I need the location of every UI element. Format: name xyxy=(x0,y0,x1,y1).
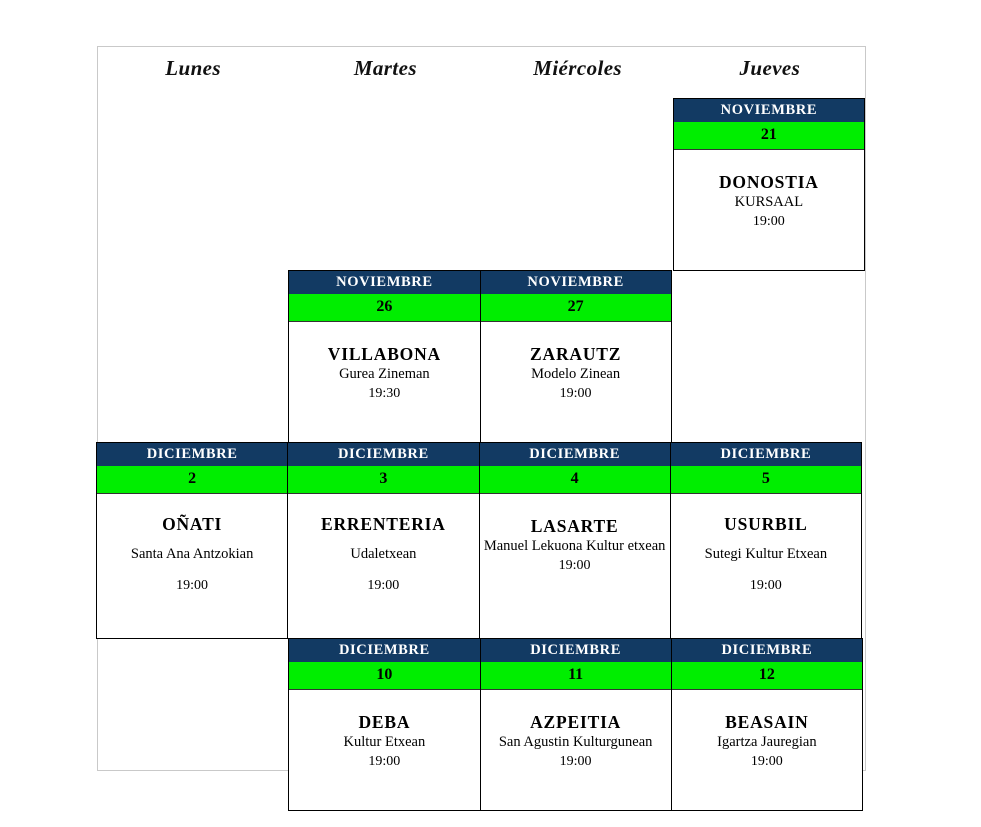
weekday-header-row: Lunes Martes Miércoles Jueves xyxy=(97,47,866,90)
event-venue: Udaletxean xyxy=(350,546,417,562)
event-time: 19:00 xyxy=(558,558,591,573)
event-month-label: NOVIEMBRE xyxy=(480,271,671,294)
event-city: ERRENTERIA xyxy=(321,514,446,534)
calendar-week-row: NOVIEMBRE 21 DONOSTIA KURSAAL 19:00 xyxy=(97,98,866,271)
event-time: 19:00 xyxy=(559,754,592,769)
event-details: DEBA Kultur Etxean 19:00 xyxy=(289,690,479,810)
calendar-cell-empty xyxy=(289,98,481,271)
event-cell[interactable]: DICIEMBRE 2 OÑATI Santa Ana Antzokian 19… xyxy=(96,442,289,639)
event-details: ZARAUTZ Modelo Zinean 19:00 xyxy=(481,322,671,442)
event-venue: Santa Ana Antzokian xyxy=(130,546,254,562)
event-time: 19:00 xyxy=(750,754,783,769)
event-cell[interactable]: DICIEMBRE 5 USURBIL Sutegi Kultur Etxean… xyxy=(669,442,862,639)
event-month-label: DICIEMBRE xyxy=(288,443,479,466)
calendar-cell-empty xyxy=(482,98,674,271)
calendar-cell-empty xyxy=(672,271,864,443)
event-day-number: 3 xyxy=(288,466,479,494)
event-venue: Manuel Lekuona Kultur etxean xyxy=(483,538,666,554)
weekday-header-miercoles: Miércoles xyxy=(533,56,622,80)
event-city: LASARTE xyxy=(530,516,619,536)
event-day-number: 21 xyxy=(673,122,864,150)
weekday-header-martes: Martes xyxy=(353,56,417,80)
event-time: 19:00 xyxy=(367,578,400,593)
event-city: OÑATI xyxy=(162,514,223,534)
event-details: DONOSTIA KURSAAL 19:00 xyxy=(674,150,864,270)
event-month-label: DICIEMBRE xyxy=(479,443,670,466)
event-venue: KURSAAL xyxy=(734,194,804,210)
event-day-number: 11 xyxy=(480,662,671,690)
event-day-number: 10 xyxy=(289,662,480,690)
event-venue: Gurea Zineman xyxy=(339,366,430,382)
calendar-week-row: DICIEMBRE 2 OÑATI Santa Ana Antzokian 19… xyxy=(96,442,866,639)
event-venue: Igartza Jauregian xyxy=(717,734,817,750)
event-city: DEBA xyxy=(358,712,411,732)
event-city: USURBIL xyxy=(724,514,808,534)
calendar-grid: NOVIEMBRE 21 DONOSTIA KURSAAL 19:00 NOVI… xyxy=(96,98,866,811)
calendar-cell-empty xyxy=(97,98,289,271)
event-day-number: 4 xyxy=(479,466,670,494)
event-time: 19:30 xyxy=(368,386,401,401)
event-day-number: 5 xyxy=(670,466,861,494)
event-cell[interactable]: DICIEMBRE 11 AZPEITIA San Agustin Kultur… xyxy=(479,638,672,811)
event-details: OÑATI Santa Ana Antzokian 19:00 xyxy=(97,494,287,636)
weekday-header-jueves: Jueves xyxy=(739,56,801,80)
event-cell[interactable]: NOVIEMBRE 27 ZARAUTZ Modelo Zinean 19:00 xyxy=(479,270,672,443)
event-cell[interactable]: DICIEMBRE 3 ERRENTERIA Udaletxean 19:00 xyxy=(287,442,480,639)
event-details: ERRENTERIA Udaletxean 19:00 xyxy=(288,494,478,636)
event-day-number: 26 xyxy=(289,294,480,322)
weekday-header-lunes: Lunes xyxy=(165,56,221,80)
event-city: DONOSTIA xyxy=(718,172,819,192)
event-time: 19:00 xyxy=(749,578,782,593)
event-cell[interactable]: DICIEMBRE 10 DEBA Kultur Etxean 19:00 xyxy=(288,638,481,811)
event-city: VILLABONA xyxy=(327,344,441,364)
event-day-number: 12 xyxy=(671,662,862,690)
event-city: BEASAIN xyxy=(725,712,809,732)
event-month-label: DICIEMBRE xyxy=(480,639,671,662)
calendar-cell-empty xyxy=(97,271,289,443)
event-venue: Modelo Zinean xyxy=(531,366,621,382)
event-time: 19:00 xyxy=(752,214,785,229)
event-day-number: 27 xyxy=(480,294,671,322)
calendar-cell-empty xyxy=(97,639,289,811)
event-cell[interactable]: NOVIEMBRE 21 DONOSTIA KURSAAL 19:00 xyxy=(672,98,865,271)
event-cell[interactable]: DICIEMBRE 4 LASARTE Manuel Lekuona Kultu… xyxy=(478,442,671,639)
event-month-label: DICIEMBRE xyxy=(670,443,861,466)
event-month-label: DICIEMBRE xyxy=(97,443,288,466)
event-month-label: DICIEMBRE xyxy=(671,639,862,662)
event-month-label: NOVIEMBRE xyxy=(289,271,480,294)
event-city: AZPEITIA xyxy=(530,712,622,732)
event-venue: San Agustin Kulturgunean xyxy=(498,734,653,750)
event-day-number: 2 xyxy=(97,466,288,494)
calendar-week-row: DICIEMBRE 10 DEBA Kultur Etxean 19:00 DI… xyxy=(97,638,866,811)
event-time: 19:00 xyxy=(176,578,209,593)
event-cell[interactable]: DICIEMBRE 12 BEASAIN Igartza Jauregian 1… xyxy=(670,638,863,811)
event-venue: Kultur Etxean xyxy=(343,734,426,750)
event-details: USURBIL Sutegi Kultur Etxean 19:00 xyxy=(671,494,861,636)
event-cell[interactable]: NOVIEMBRE 26 VILLABONA Gurea Zineman 19:… xyxy=(288,270,481,443)
event-city: ZARAUTZ xyxy=(530,344,622,364)
event-month-label: DICIEMBRE xyxy=(289,639,480,662)
event-details: VILLABONA Gurea Zineman 19:30 xyxy=(289,322,479,442)
event-time: 19:00 xyxy=(368,754,401,769)
event-details: AZPEITIA San Agustin Kulturgunean 19:00 xyxy=(481,690,671,810)
calendar-week-row: NOVIEMBRE 26 VILLABONA Gurea Zineman 19:… xyxy=(97,270,866,443)
event-details: BEASAIN Igartza Jauregian 19:00 xyxy=(672,690,862,810)
event-time: 19:00 xyxy=(559,386,592,401)
event-month-label: NOVIEMBRE xyxy=(673,99,864,122)
event-venue: Sutegi Kultur Etxean xyxy=(704,546,828,562)
event-details: LASARTE Manuel Lekuona Kultur etxean 19:… xyxy=(480,494,670,638)
